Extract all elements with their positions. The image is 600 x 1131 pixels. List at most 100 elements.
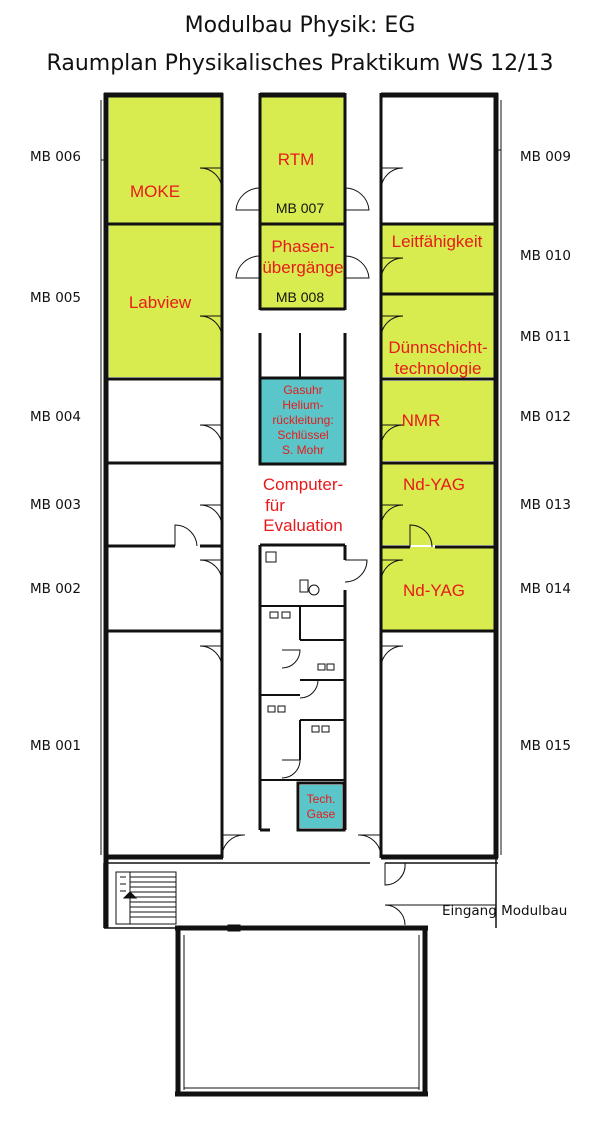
door-mb008 xyxy=(235,255,261,279)
computer-line-3: Evaluation xyxy=(263,516,342,535)
tech-gase-fill xyxy=(300,785,342,828)
title-line-1: Modulbau Physik: EG xyxy=(185,13,416,38)
room-fill-mb012 xyxy=(382,381,494,461)
right-room-labels: MB 009 MB 010 MB 011 MB 012 MB 013 MB 01… xyxy=(520,149,571,754)
room-label-mb014: MB 014 xyxy=(520,581,571,597)
label-ndyag-1: Nd-YAG xyxy=(403,475,465,494)
urinal-icon xyxy=(317,663,326,671)
room-label-mb015: MB 015 xyxy=(520,738,571,754)
door-mb003b xyxy=(174,524,198,547)
room-label-mb012: MB 012 xyxy=(520,409,571,425)
toilet-icon xyxy=(299,579,309,593)
room-fill-mb011 xyxy=(382,295,494,377)
door-mb004 xyxy=(199,424,223,448)
room-fill-mb007 xyxy=(261,97,344,223)
room-fill-mb013 xyxy=(382,463,494,545)
door-wc3 xyxy=(299,679,319,699)
label-ndyag-2: Nd-YAG xyxy=(403,581,465,600)
room-label-mb009: MB 009 xyxy=(520,149,571,165)
door-mb015b xyxy=(357,834,382,858)
door-mb003 xyxy=(199,504,223,528)
room-label-mb008: MB 008 xyxy=(276,289,324,305)
gasuhr-line-1: Gasuhr xyxy=(283,383,322,397)
door-mb013 xyxy=(380,504,404,528)
gasuhr-line-4: Schlüssel xyxy=(277,428,328,442)
corridor-marks xyxy=(227,924,241,932)
tech-gase-line-2: Gase xyxy=(307,807,336,821)
door-mb014b xyxy=(409,524,433,548)
wc-fixtures xyxy=(265,551,335,733)
room-label-mb005: MB 005 xyxy=(30,290,81,306)
computer-note: Computer- für Evaluation xyxy=(263,475,343,535)
sink-icon xyxy=(265,551,277,563)
door-mb006 xyxy=(199,167,223,191)
label-duennschicht-2: technologie xyxy=(395,359,482,378)
door-mb007b xyxy=(344,187,370,211)
room-label-mb011: MB 011 xyxy=(520,329,571,345)
label-rtm: RTM xyxy=(278,150,315,169)
left-partitions xyxy=(106,222,222,633)
tech-fills xyxy=(261,379,343,828)
title-line-2: Raumplan Physikalisches Praktikum WS 12/… xyxy=(47,51,554,76)
door-swings xyxy=(174,167,433,858)
lower-annex xyxy=(103,858,498,1097)
urinal-icon-2 xyxy=(326,663,335,671)
sink-icon-6 xyxy=(311,725,320,733)
gasuhr-line-2: Helium- xyxy=(282,398,323,412)
entrance-label: Eingang Modulbau xyxy=(442,903,567,919)
left-room-labels: MB 006 MB 005 MB 004 MB 003 MB 002 MB 00… xyxy=(30,149,81,754)
door-mb015 xyxy=(380,645,404,669)
right-partitions xyxy=(381,222,496,633)
gasuhr-fill xyxy=(261,379,343,463)
door-mb002 xyxy=(199,559,223,583)
door-mb010 xyxy=(380,257,404,281)
staircase-icon xyxy=(115,871,177,925)
door-mb008b xyxy=(344,255,370,279)
tech-gase-note: Tech. Gase xyxy=(307,792,336,821)
sink-icon-2 xyxy=(269,611,279,619)
door-wc4 xyxy=(281,759,301,779)
room-label-mb007: MB 007 xyxy=(276,200,324,216)
lab-fills xyxy=(109,97,494,631)
label-labview: Labview xyxy=(129,293,192,312)
sink-icon-3 xyxy=(281,611,291,619)
door-mb011 xyxy=(380,315,404,339)
room-label-mb003: MB 003 xyxy=(30,497,81,513)
door-wc2 xyxy=(281,649,301,669)
experiment-labels: MOKE Labview RTM Phasen- übergänge Leitf… xyxy=(129,150,488,600)
room-label-mb010: MB 010 xyxy=(520,248,571,264)
gasuhr-note: Gasuhr Helium- rückleitung: Schlüssel S.… xyxy=(272,383,333,457)
tech-gase-line-1: Tech. xyxy=(307,792,336,806)
room-label-mb001: MB 001 xyxy=(30,738,81,754)
door-mb014 xyxy=(380,559,404,583)
label-phasen-2: übergänge xyxy=(262,258,343,277)
door-mb012 xyxy=(380,424,404,448)
sink-icon-4 xyxy=(267,705,276,713)
sink-icon-7 xyxy=(321,725,330,733)
room-fill-mb005 xyxy=(109,225,221,377)
door-mb007 xyxy=(235,187,261,211)
room-fill-mb014 xyxy=(382,547,494,631)
window-marks xyxy=(100,100,502,855)
room-label-mb002: MB 002 xyxy=(30,581,81,597)
computer-line-2: für xyxy=(265,496,285,515)
label-duennschicht-1: Dünnschicht- xyxy=(388,338,487,357)
room-fill-mb010 xyxy=(382,225,494,293)
room-fill-mb006 xyxy=(109,97,221,223)
toilet-bowl-icon xyxy=(308,584,320,596)
room-label-mb006: MB 006 xyxy=(30,149,81,165)
label-moke: MOKE xyxy=(130,182,180,201)
label-nmr: NMR xyxy=(402,411,441,430)
room-label-mb004: MB 004 xyxy=(30,409,81,425)
door-mb001 xyxy=(199,645,223,669)
sink-icon-5 xyxy=(277,705,286,713)
room-label-mb013: MB 013 xyxy=(520,497,571,513)
gasuhr-line-5: S. Mohr xyxy=(282,443,324,457)
computer-line-1: Computer- xyxy=(263,475,343,494)
door-wc xyxy=(344,559,368,583)
label-leitfaehigkeit: Leitfähigkeit xyxy=(392,232,483,251)
gasuhr-line-3: rückleitung: xyxy=(272,413,333,427)
door-mb001b xyxy=(221,834,246,858)
door-mb005 xyxy=(199,315,223,339)
